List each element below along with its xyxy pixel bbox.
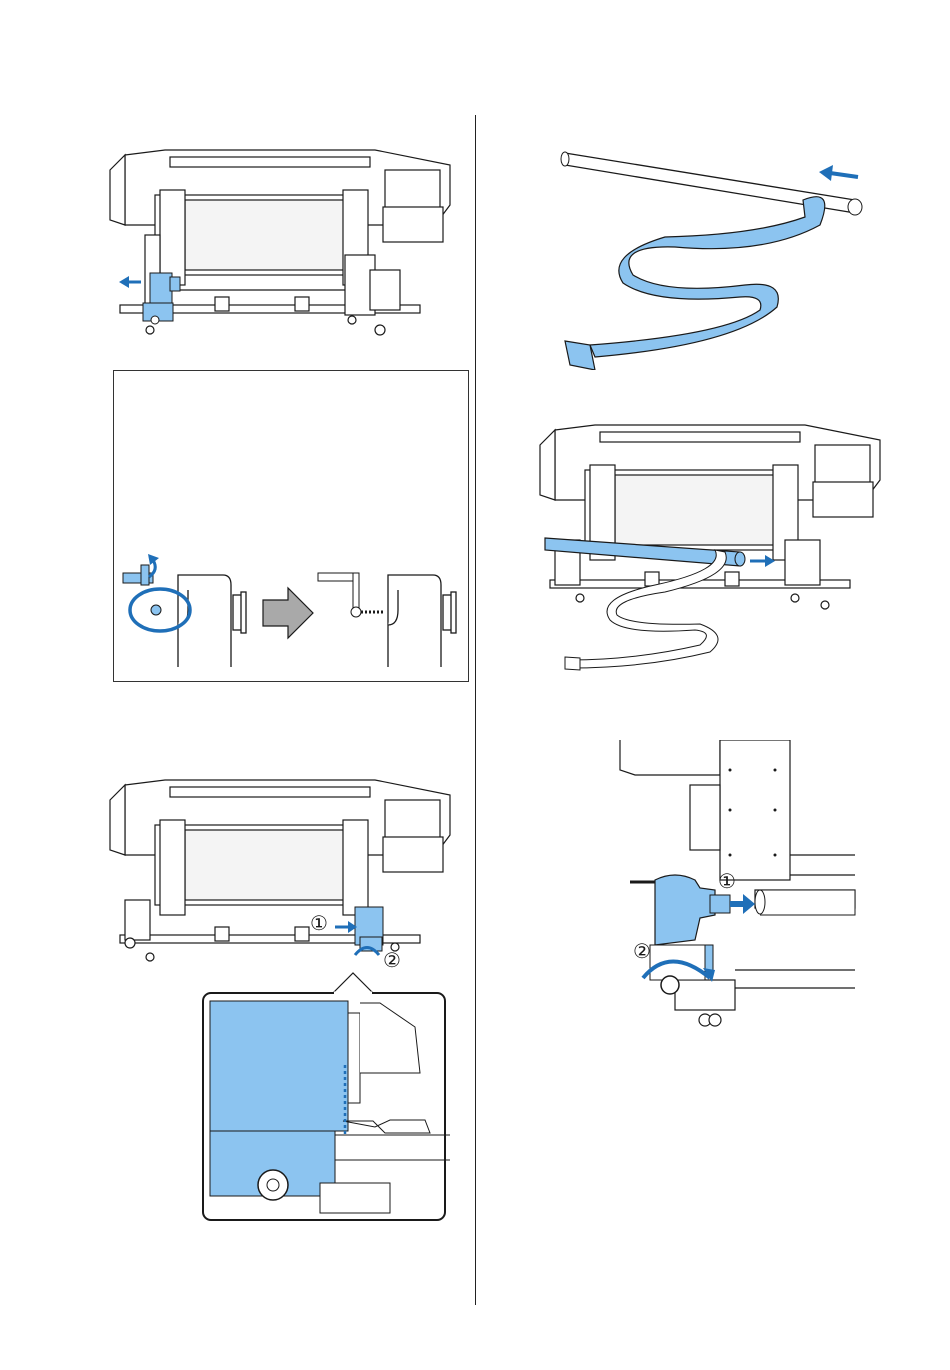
printer-left-roll-holder-illustration [105, 145, 460, 350]
marker-2: ② [633, 939, 651, 963]
marker-1: ① [718, 869, 736, 893]
roll-holder-push-and-tighten-illustration: ① ② [615, 740, 860, 1040]
printer-right-roll-holder-illustration: ① ② [105, 775, 460, 1225]
roll-core-with-media-illustration [555, 145, 870, 370]
handle-rotate-detail-illustration [113, 370, 469, 682]
marker-2: ② [383, 948, 401, 972]
marker-1: ① [310, 911, 328, 935]
column-divider [475, 115, 476, 1305]
printer-roll-core-insert-illustration [535, 420, 890, 675]
